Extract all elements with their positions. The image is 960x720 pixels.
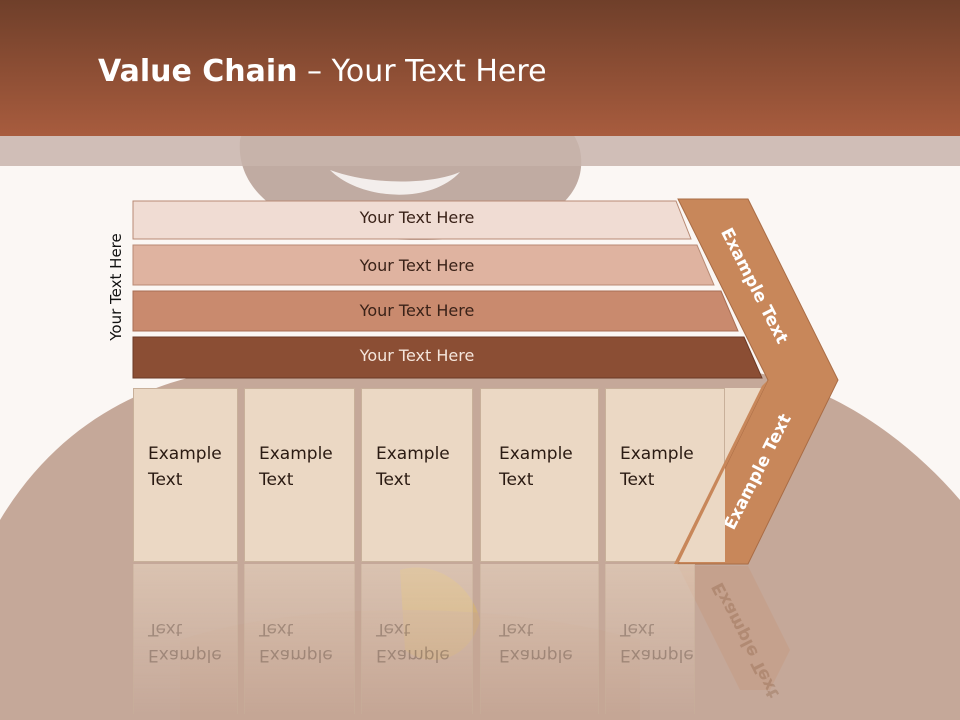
- slide-title: Value Chain – Your Text Here: [98, 54, 547, 89]
- box-3-reflection: Example Text: [361, 564, 473, 714]
- box-5-reflection-line1: Example: [620, 645, 694, 665]
- band-2-label: Your Text Here: [359, 256, 475, 275]
- box-5-line1: Example: [620, 444, 694, 464]
- box-4-reflection-line1: Example: [499, 645, 573, 665]
- box-1-line2: Text: [148, 470, 183, 490]
- box-3-reflection-line2: Text: [376, 619, 411, 639]
- title-bar: [0, 0, 960, 136]
- box-4-line1: Example: [499, 444, 573, 464]
- band-1-label: Your Text Here: [359, 208, 475, 227]
- band-1: [132, 200, 692, 240]
- box-2-reflection-line1: Example: [259, 645, 333, 665]
- box-4-reflection-line2: Text: [499, 619, 534, 639]
- box-1-line1: Example: [148, 444, 222, 464]
- box-5-reflection-line2: Text: [620, 619, 655, 639]
- box-2-line1: Example: [259, 444, 333, 464]
- box-1-reflection-line1: Example: [148, 645, 222, 665]
- slide-title-rest: – Your Text Here: [297, 54, 547, 89]
- band-2: [132, 244, 715, 286]
- box-4-reflection: Example Text: [480, 564, 599, 714]
- box-1-reflection-line2: Text: [148, 619, 183, 639]
- slide-title-bold: Value Chain: [98, 54, 298, 89]
- band-4: [132, 336, 763, 379]
- box-5-reflection: Example Text: [605, 564, 695, 714]
- box-2-line2: Text: [259, 470, 294, 490]
- box-3-line1: Example: [376, 444, 450, 464]
- band-4-label: Your Text Here: [359, 346, 475, 365]
- box-2-reflection: Example Text: [244, 564, 355, 714]
- box-1-reflection: Example Text: [133, 564, 238, 714]
- box-3-line2: Text: [376, 470, 411, 490]
- box-5-line2: Text: [620, 470, 655, 490]
- band-3-label: Your Text Here: [359, 301, 475, 320]
- box-4-line2: Text: [499, 470, 534, 490]
- box-3-reflection-line1: Example: [376, 645, 450, 665]
- band-3: [132, 290, 739, 332]
- title-bar-strip: [0, 136, 960, 166]
- chevron-reflection: [678, 566, 790, 690]
- box-2-reflection-line2: Text: [259, 619, 294, 639]
